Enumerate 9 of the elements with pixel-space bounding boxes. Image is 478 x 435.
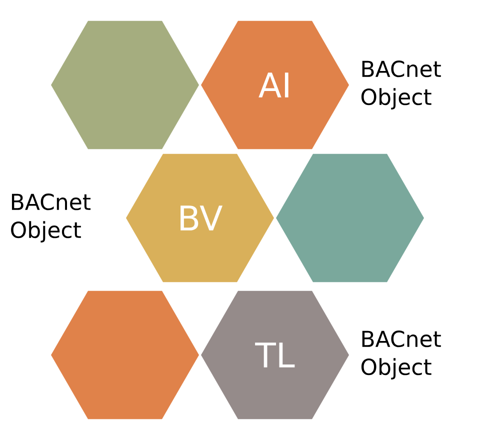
side-label: BACnet Object [11,194,91,242]
side-label: BACnet Object [361,330,441,380]
hexagon [51,290,199,420]
hexagon [51,20,199,150]
hexagon: BV [126,154,274,282]
side-label: BACnet Object [361,60,441,110]
hexagon [276,154,424,282]
hexagon: TL [201,290,349,420]
hexagon: AI [201,20,349,150]
